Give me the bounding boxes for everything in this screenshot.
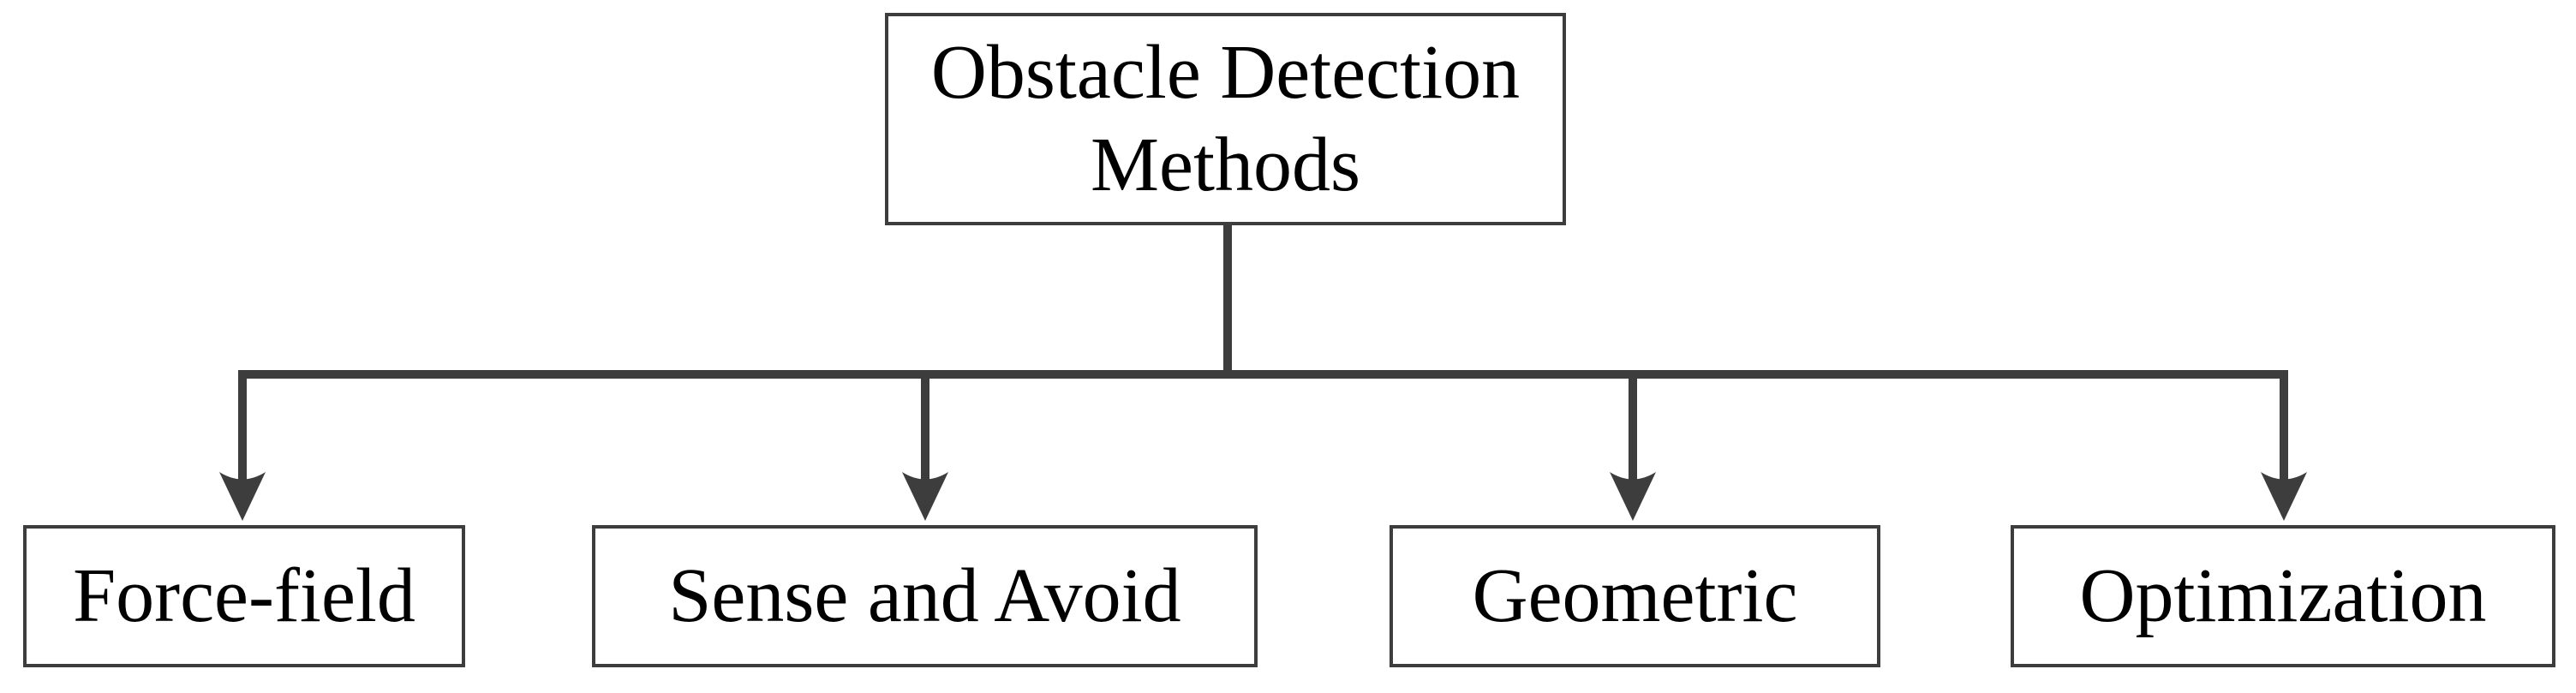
arrowhead-icon-sense-and-avoid xyxy=(902,472,948,521)
node-force-field-label: Force-field xyxy=(73,553,415,638)
arrowhead-icon-geometric xyxy=(1610,472,1656,521)
node-geometric-label: Geometric xyxy=(1472,553,1798,638)
node-root-label: Obstacle Detection Methods xyxy=(930,30,1521,207)
arrowhead-icon-force-field xyxy=(219,472,266,521)
node-root: Obstacle Detection Methods xyxy=(885,13,1566,225)
node-sense-and-avoid: Sense and Avoid xyxy=(592,525,1258,667)
node-geometric: Geometric xyxy=(1390,525,1880,667)
arrowhead-icon-optimization xyxy=(2261,472,2307,521)
node-force-field: Force-field xyxy=(23,525,465,667)
node-optimization: Optimization xyxy=(2011,525,2555,667)
node-optimization-label: Optimization xyxy=(2079,553,2487,638)
node-sense-and-avoid-label: Sense and Avoid xyxy=(668,553,1181,638)
